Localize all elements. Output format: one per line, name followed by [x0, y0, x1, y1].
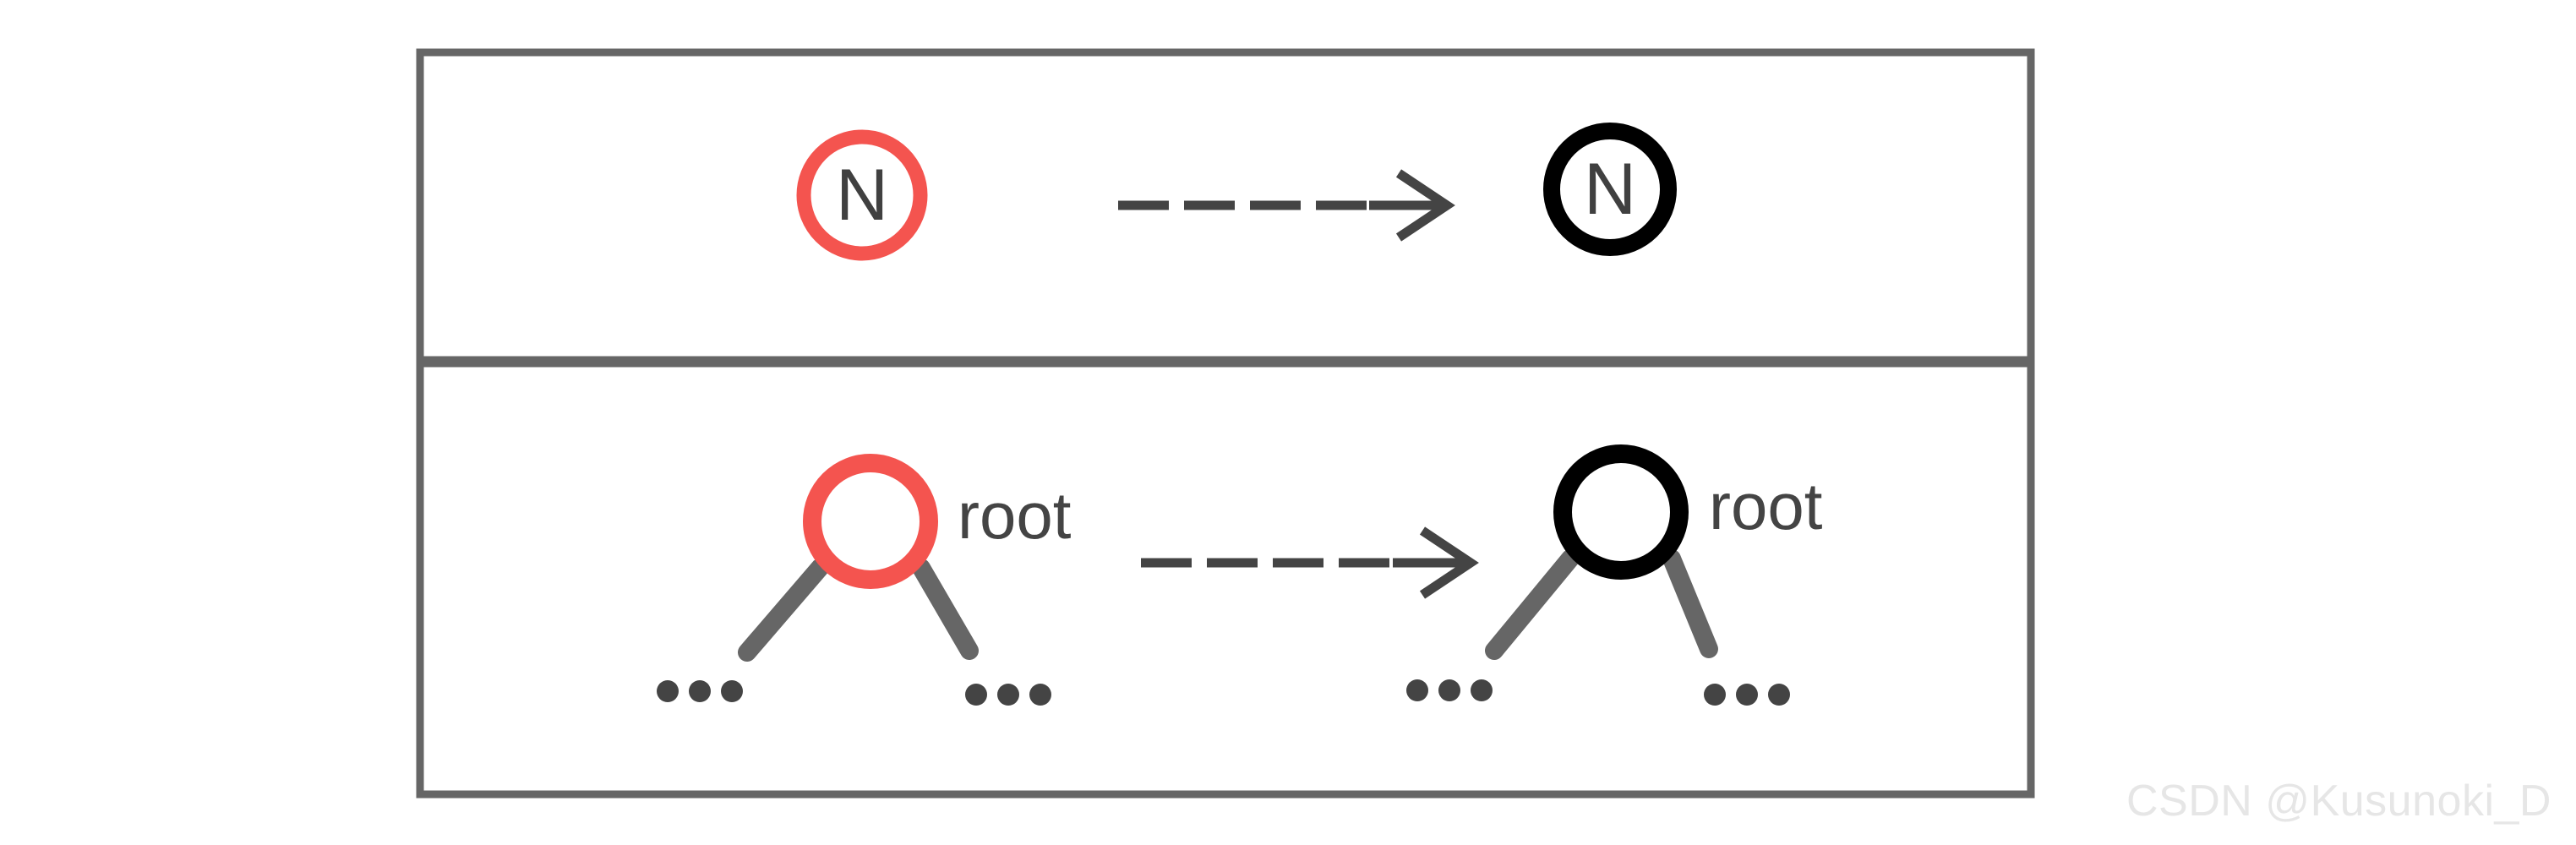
edge-left-red [738, 559, 829, 662]
node-circle-red [796, 129, 928, 261]
node-label-red-n: N [836, 155, 888, 236]
panel-single-node: N N [796, 123, 1677, 261]
node-circle-black-root [1553, 444, 1689, 580]
ellipsis-right-red [965, 684, 1051, 706]
ellipsis-left-black [1406, 679, 1493, 701]
root-label-red: root [958, 478, 1072, 553]
node-circle-red-root [803, 454, 938, 589]
node-circle-black [1543, 123, 1677, 256]
transition-arrow-top [1118, 169, 1455, 242]
root-label-black: root [1709, 469, 1823, 543]
node-label-black-n: N [1584, 149, 1636, 230]
node-red-n[interactable]: N [796, 129, 928, 261]
panel-root-subtree: root root [657, 444, 1823, 706]
ellipsis-right-black [1704, 684, 1790, 706]
tree-red-root[interactable]: root [657, 454, 1072, 706]
transition-arrow-bottom [1141, 526, 1479, 599]
ellipsis-left-red [657, 680, 743, 702]
node-black-n[interactable]: N [1543, 123, 1677, 256]
edge-right-black [1662, 549, 1718, 658]
tree-black-root[interactable]: root [1406, 444, 1823, 706]
diagram-frame [416, 48, 2035, 799]
arrowhead-top [1395, 169, 1455, 242]
arrowhead-bottom [1419, 526, 1479, 599]
edge-left-black [1485, 549, 1580, 660]
edge-right-red [912, 559, 979, 660]
